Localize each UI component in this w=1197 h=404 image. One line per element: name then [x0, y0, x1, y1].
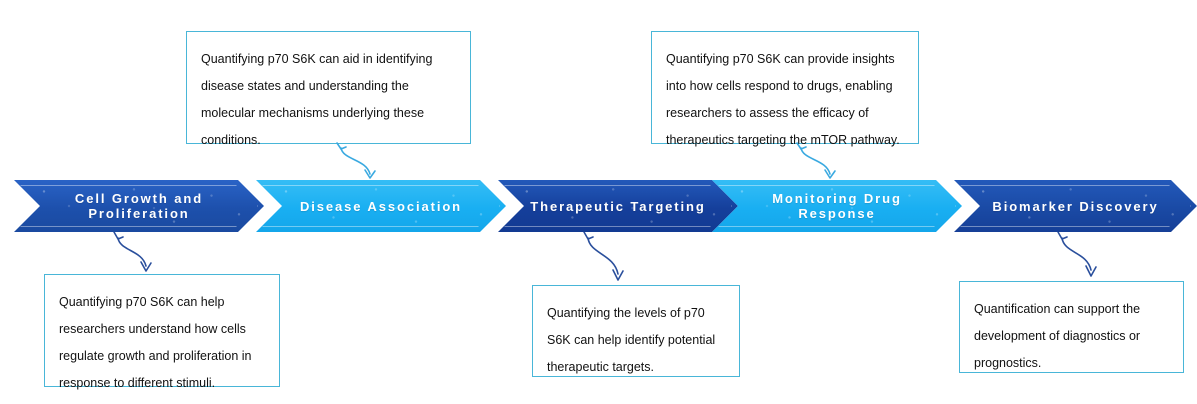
- callout-text: Quantifying p70 S6K can aid in identifyi…: [201, 52, 433, 147]
- chevron-label: Disease Association: [299, 198, 463, 214]
- chevron-label: Biomarker Discovery: [992, 198, 1159, 214]
- callout-disease-association: Quantifying p70 S6K can aid in identifyi…: [186, 31, 471, 147]
- connector-cell-growth-and-proliferation: [113, 231, 152, 272]
- callout-biomarker-discovery: Quantification can support the developme…: [959, 281, 1184, 373]
- chevron-label: Cell Growth and Proliferation: [74, 191, 204, 221]
- chevron-step-biomarker-discovery[interactable]: Biomarker Discovery: [954, 180, 1197, 232]
- callout-text: Quantifying p70 S6K can provide insights…: [666, 52, 900, 147]
- connector-biomarker-discovery: [1057, 231, 1097, 277]
- chevron-step-disease-association[interactable]: Disease Association: [256, 180, 506, 232]
- callout-text: Quantifying the levels of p70 S6K can he…: [547, 306, 716, 374]
- chevron-step-monitoring-drug-response[interactable]: Monitoring Drug Response: [712, 180, 962, 232]
- connector-therapeutic-targeting: [583, 231, 624, 281]
- callout-text: Quantification can support the developme…: [974, 302, 1141, 370]
- process-chevron-band: Cell Growth and Proliferation Disease As…: [0, 180, 1197, 232]
- chevron-step-therapeutic-targeting[interactable]: Therapeutic Targeting: [498, 180, 738, 232]
- callout-text: Quantifying p70 S6K can help researchers…: [59, 295, 252, 390]
- chevron-label: Monitoring Drug Response: [772, 191, 902, 221]
- chevron-label: Therapeutic Targeting: [530, 198, 706, 214]
- callout-cell-growth-and-proliferation: Quantifying p70 S6K can help researchers…: [44, 274, 280, 390]
- callout-therapeutic-targeting: Quantifying the levels of p70 S6K can he…: [532, 285, 740, 377]
- callout-monitoring-drug-response: Quantifying p70 S6K can provide insights…: [651, 31, 919, 147]
- chevron-step-cell-growth-and-proliferation[interactable]: Cell Growth and Proliferation: [14, 180, 264, 232]
